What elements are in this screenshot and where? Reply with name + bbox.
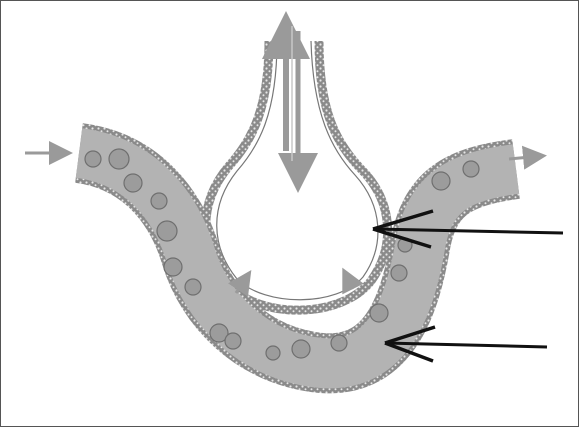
blood-cell bbox=[185, 279, 201, 295]
blood-cell bbox=[109, 149, 129, 169]
blood-cell bbox=[432, 172, 450, 190]
blood-cell bbox=[266, 346, 280, 360]
blood-cell bbox=[124, 174, 142, 192]
blood-cell bbox=[292, 340, 310, 358]
blood-cell bbox=[331, 335, 347, 351]
blood-cell bbox=[151, 193, 167, 209]
blood-cell bbox=[164, 258, 182, 276]
blood-cell bbox=[463, 161, 479, 177]
arrow-up-icon bbox=[345, 273, 353, 289]
blood-cell bbox=[225, 333, 241, 349]
blood-cell bbox=[370, 304, 388, 322]
blood-cell bbox=[391, 265, 407, 281]
stem-arrows bbox=[286, 23, 298, 183]
blood-cell bbox=[85, 151, 101, 167]
blood-cell bbox=[157, 221, 177, 241]
